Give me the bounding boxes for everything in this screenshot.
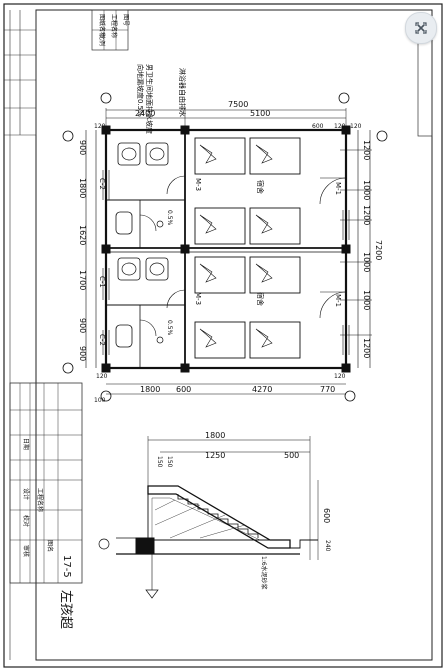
drawing-code: 17-5 — [61, 555, 72, 578]
section-small-0: 150 — [156, 456, 163, 468]
dim-bottom-small-1: 120 — [96, 373, 108, 380]
title-block-right-1: 工程名称 — [110, 14, 118, 38]
section-top-dim: 1800 — [205, 431, 225, 440]
slope-label-1: 0.5% — [166, 320, 173, 336]
dim-right-overall: 7200 — [374, 240, 383, 260]
close-button[interactable] — [405, 12, 437, 44]
dim-left-row-1: 1800 — [78, 178, 87, 198]
dim-top-overall: 7500 — [228, 100, 248, 109]
dim-top-small-2: 120 — [334, 123, 346, 130]
dim-left-row-0: 900 — [78, 140, 87, 155]
note-2: 向地漏坡度0.5% — [136, 64, 145, 117]
dim-right-row-3: 1000 — [362, 252, 371, 272]
stair-section — [98, 436, 319, 599]
title-block-left-3: 日期 — [22, 438, 30, 450]
dim-left-row-3: 1700 — [78, 270, 87, 290]
note-1: 男卫生间地面排水坡度 — [145, 64, 154, 134]
title-block-left-0: 设计 — [22, 488, 30, 500]
dim-top-small-1: 600 — [312, 123, 324, 130]
title-block-left-4: 图名 — [46, 540, 54, 552]
dim-right-row-0: 1200 — [362, 140, 371, 160]
dim-bottom-seg-3: 770 — [320, 385, 335, 394]
dim-top-seg-1: 5100 — [250, 109, 270, 118]
dim-bottom-seg-2: 4270 — [252, 385, 272, 394]
dim-bottom-small-2: 120 — [334, 373, 346, 380]
window-tag-2: C-2 — [98, 334, 106, 346]
section-seg-1: 500 — [284, 451, 299, 460]
window-tag-1: C-1 — [98, 276, 106, 288]
title-block-right-3: 比例 — [98, 34, 106, 46]
dim-bottom-small-0: 100 — [94, 397, 106, 404]
room-label-upper: 宿舍 — [256, 180, 265, 194]
dim-left-row-4: 900 — [78, 318, 87, 333]
door-tag-2: M-3 — [194, 178, 202, 191]
dim-right-row-2: 1200 — [362, 205, 371, 225]
title-block-bottom: 设计 校对 审核 日期 图名 工程名称 左孩超 17-5 — [9, 382, 83, 629]
dim-right-row-5: 1200 — [362, 338, 371, 358]
dim-top-small-3: 120 — [350, 123, 362, 130]
dim-right-row-1: 1000 — [362, 180, 371, 200]
door-tag-0: M-1 — [334, 182, 342, 195]
title-block-left-5: 工程名称 — [36, 488, 44, 512]
close-icon — [415, 22, 427, 34]
title-block-right-0: 图纸名称 — [98, 14, 106, 38]
dimension-lines — [85, 109, 372, 395]
title-block-left-2: 审核 — [22, 545, 30, 557]
axis-bubbles — [62, 92, 388, 402]
signature: 左孩超 — [58, 590, 73, 629]
dim-right-row-4: 1000 — [362, 290, 371, 310]
dim-top-seg-0: 2400 — [135, 109, 155, 118]
title-block-left-1: 校对 — [22, 515, 30, 527]
dim-bottom-seg-0: 1800 — [140, 385, 160, 394]
section-small-1: 150 — [166, 456, 173, 468]
title-block-right: 图纸名称 工程名称 图号 比例 — [91, 9, 129, 51]
slope-label-0: 0.5% — [166, 210, 173, 226]
dim-left-row-5: 900 — [78, 346, 87, 361]
note-0: 淋浴器自由排水 — [178, 68, 187, 117]
window-tag-0: C-2 — [98, 178, 106, 190]
section-right-dim: 240 — [324, 540, 331, 552]
room-label-lower: 宿舍 — [256, 292, 265, 306]
dim-top-small-0: 120 — [94, 123, 106, 130]
door-tag-3: M-3 — [194, 292, 202, 305]
dim-bottom-seg-1: 600 — [176, 385, 191, 394]
outer-border — [3, 3, 443, 668]
door-tag-1: M-1 — [334, 294, 342, 307]
drawing-frame — [35, 9, 433, 661]
section-seg-0: 1250 — [205, 451, 225, 460]
dim-left-row-2: 1620 — [78, 225, 87, 245]
right-strip-box — [417, 39, 433, 137]
section-height: 600 — [322, 508, 331, 523]
stair-note: 1:6水泥砂浆 — [260, 556, 268, 590]
title-block-right-2: 图号 — [122, 14, 129, 26]
floor-plan — [101, 108, 351, 373]
